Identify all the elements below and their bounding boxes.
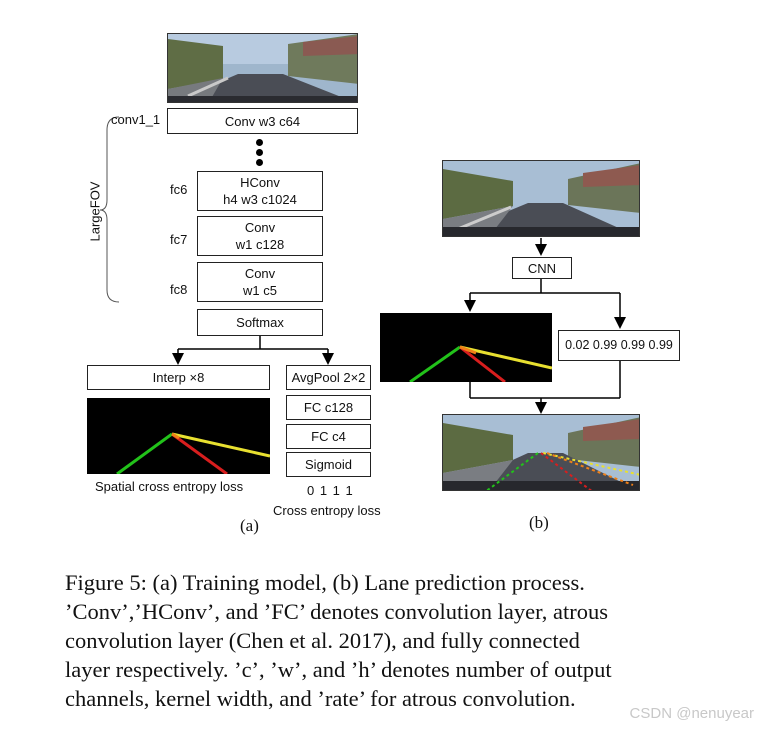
existence-probabilities-text: 0.02 0.99 0.99 0.99 <box>565 338 673 352</box>
road-photo-prediction-b <box>442 414 640 491</box>
watermark: CSDN @nenuyear <box>629 705 754 722</box>
existence-output: 0 1 1 1 <box>307 483 354 498</box>
spatial-loss-label: Spatial cross entropy loss <box>95 479 244 494</box>
largefov-label: LargeFOV <box>87 181 103 242</box>
existence-probabilities: 0.02 0.99 0.99 0.99 <box>558 330 680 361</box>
tag-fc7: fc7 <box>170 232 188 247</box>
layer-fc-c4: FC c4 <box>286 424 371 449</box>
layer-fc7-line2: w1 c128 <box>235 237 285 252</box>
layer-interp-label: Interp ×8 <box>152 370 205 385</box>
layer-softmax: Softmax <box>197 309 323 336</box>
layer-fc7: Conv w1 c128 <box>197 216 323 256</box>
layer-avgpool: AvgPool 2×2 <box>286 365 371 390</box>
ellipsis-dot <box>256 149 263 156</box>
layer-fc8-line1: Conv <box>244 266 276 281</box>
layer-interp: Interp ×8 <box>87 365 270 390</box>
layer-conv1_1-label: Conv w3 c64 <box>224 113 301 129</box>
tag-conv1_1: conv1_1 <box>111 112 161 127</box>
caption-line: ’Conv’,’HConv’, and ’FC’ denotes convolu… <box>65 599 608 624</box>
cnn-label: CNN <box>527 260 557 276</box>
caption-line: channels, kernel width, and ’rate’ for a… <box>65 686 576 711</box>
layer-fc6: HConv h4 w3 c1024 <box>197 171 323 211</box>
ellipsis-dot <box>256 159 263 166</box>
layer-avgpool-label: AvgPool 2×2 <box>291 370 366 385</box>
layer-fc7-line1: Conv <box>244 220 276 235</box>
caption-line: convolution layer (Chen et al. 2017), an… <box>65 628 580 653</box>
layer-fc6-line1: HConv <box>240 175 280 190</box>
layer-softmax-label: Softmax <box>236 315 284 330</box>
largefov-brace <box>99 116 120 303</box>
figure-caption: Figure 5: (a) Training model, (b) Lane p… <box>65 568 705 713</box>
lane-segmentation-map-b <box>380 313 552 382</box>
road-photo-input-a <box>167 33 358 103</box>
lane-segmentation-map-a <box>87 398 270 474</box>
caption-line: layer respectively. ’c’, ’w’, and ’h’ de… <box>65 657 612 682</box>
layer-sigmoid-label: Sigmoid <box>305 457 352 472</box>
layer-fc-c4-label: FC c4 <box>311 429 346 444</box>
layer-sigmoid: Sigmoid <box>286 452 371 477</box>
tag-fc6: fc6 <box>170 182 188 197</box>
cnn-block: CNN <box>512 257 572 279</box>
layer-conv1_1: Conv w3 c64 <box>167 108 358 134</box>
ellipsis-dot <box>256 139 263 146</box>
road-photo-input-b <box>442 160 640 237</box>
caption-line: Figure 5: (a) Training model, (b) Lane p… <box>65 570 585 595</box>
tag-fc8: fc8 <box>170 282 188 297</box>
layer-fc8-line2: w1 c5 <box>243 283 277 298</box>
layer-fc-c128: FC c128 <box>286 395 371 420</box>
panel-b-label: (b) <box>529 513 549 532</box>
panel-a-label: (a) <box>240 516 259 535</box>
layer-fc8: Conv w1 c5 <box>197 262 323 302</box>
layer-fc6-line2: h4 w3 c1024 <box>223 192 297 207</box>
cross-loss-label: Cross entropy loss <box>273 503 381 518</box>
layer-fc-c128-label: FC c128 <box>303 400 354 415</box>
